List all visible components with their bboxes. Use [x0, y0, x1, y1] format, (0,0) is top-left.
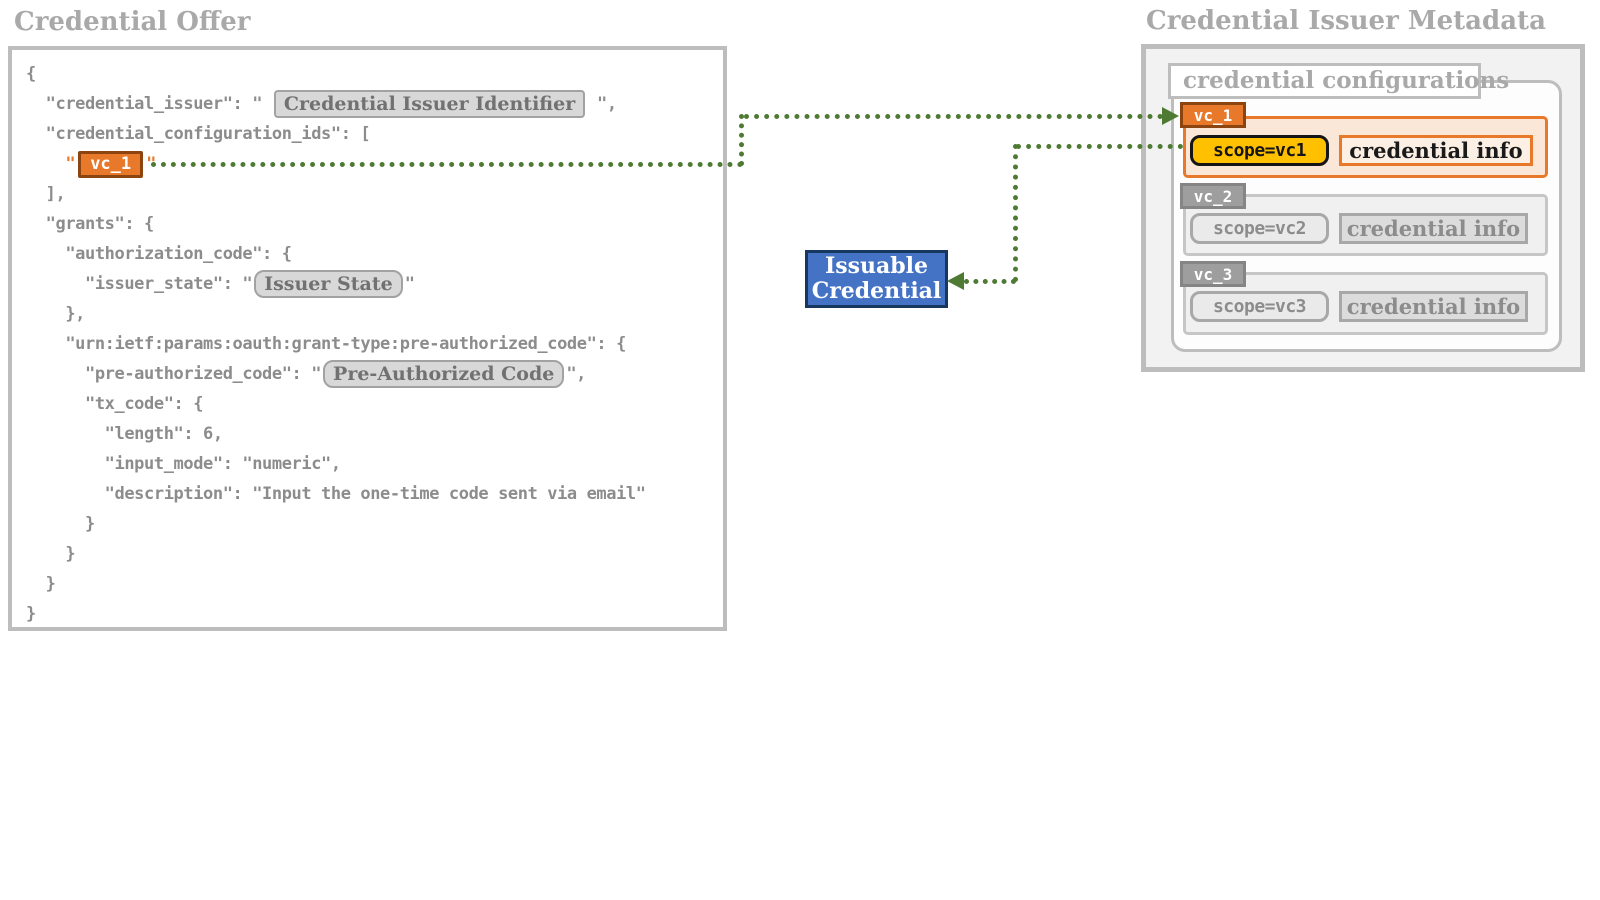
json-text: ], [26, 184, 66, 204]
json-text: { [26, 64, 36, 84]
json-text: "tx_code": { [26, 394, 204, 414]
config-item-vc2-credential-info: credential info [1339, 213, 1528, 244]
json-code-line: "vc_1" [12, 149, 723, 179]
json-badge-vc-1: vc_1 [78, 150, 144, 178]
config-item-vc3-credential-info: credential info [1339, 291, 1528, 322]
json-badge-credential-issuer-identifier: Credential Issuer Identifier [273, 90, 586, 118]
config-item-vc2-scope-badge: scope=vc2 [1190, 213, 1329, 244]
config-item-vc1-credential-info: credential info [1339, 135, 1533, 166]
json-text: "credential_issuer": " [26, 94, 272, 114]
json-code-line: } [12, 509, 723, 539]
arrow-config-to-issuable-segment-2 [1013, 144, 1018, 282]
json-text [26, 154, 65, 174]
config-item-vc2-tab: vc_2 [1180, 183, 1246, 209]
credential-offer-title: Credential Offer [14, 7, 251, 37]
json-badge-issuer-state: Issuer State [254, 270, 403, 298]
arrow-offer-to-config-segment-2 [739, 114, 744, 166]
json-code-line: "urn:ietf:params:oauth:grant-type:pre-au… [12, 329, 723, 359]
json-code-line: ], [12, 179, 723, 209]
json-text: "input_mode": "numeric", [26, 454, 341, 474]
arrow-config-to-issuable-segment-1 [1016, 144, 1183, 149]
credential-issuer-metadata-title: Credential Issuer Metadata [1146, 6, 1546, 36]
json-badge-pre-authorized-code: Pre-Authorized Code [323, 360, 565, 388]
credential-configurations-label: credential configurations [1168, 63, 1509, 99]
arrow-offer-to-config-segment-3 [744, 114, 1163, 119]
credential-offer-box: { "credential_issuer": " Credential Issu… [8, 46, 727, 631]
json-text: } [26, 544, 76, 564]
json-text: "credential_configuration_ids": [ [26, 124, 371, 144]
json-code: { "credential_issuer": " Credential Issu… [12, 59, 723, 627]
json-text: ", [566, 364, 586, 384]
json-text: } [26, 514, 95, 534]
arrow-offer-to-config-segment-1 [151, 162, 743, 167]
json-text: ", [587, 94, 617, 114]
json-text: "pre-authorized_code": " [26, 364, 322, 384]
issuable-credential-line2: Credential [811, 278, 942, 304]
json-code-line: "length": 6, [12, 419, 723, 449]
json-text: "length": 6, [26, 424, 223, 444]
json-code-line: }, [12, 299, 723, 329]
json-code-line: "pre-authorized_code": "Pre-Authorized C… [12, 359, 723, 389]
json-text: "urn:ietf:params:oauth:grant-type:pre-au… [26, 334, 626, 354]
json-text: } [26, 574, 56, 594]
issuable-credential-box: Issuable Credential [805, 250, 948, 308]
config-item-vc3-tab: vc_3 [1180, 261, 1246, 287]
arrowhead-left-icon [947, 272, 964, 290]
json-code-line: "credential_issuer": " Credential Issuer… [12, 89, 723, 119]
json-text: }, [26, 304, 86, 324]
json-code-line: "description": "Input the one-time code … [12, 479, 723, 509]
config-item-vc1-scope-badge: scope=vc1 [1190, 135, 1329, 166]
json-text: "description": "Input the one-time code … [26, 484, 646, 504]
json-code-line: } [12, 569, 723, 599]
json-code-line: "authorization_code": { [12, 239, 723, 269]
config-item-vc1-tab: vc_1 [1180, 102, 1246, 128]
json-orange-quote: " [65, 154, 76, 174]
json-code-line: } [12, 599, 723, 627]
json-code-line: "input_mode": "numeric", [12, 449, 723, 479]
arrow-config-to-issuable-segment-3 [964, 279, 1016, 284]
json-code-line: { [12, 59, 723, 89]
json-text: " [404, 274, 415, 294]
json-code-line: "tx_code": { [12, 389, 723, 419]
issuable-credential-line1: Issuable [824, 253, 929, 279]
json-code-line: } [12, 539, 723, 569]
json-code-line: "issuer_state": "Issuer State" [12, 269, 723, 299]
json-code-line: "grants": { [12, 209, 723, 239]
config-item-vc3-scope-badge: scope=vc3 [1190, 291, 1329, 322]
arrowhead-right-icon [1162, 107, 1179, 125]
json-text: "issuer_state": " [26, 274, 253, 294]
json-code-line: "credential_configuration_ids": [ [12, 119, 723, 149]
json-text: "grants": { [26, 214, 155, 234]
json-text: } [26, 604, 36, 624]
json-text: "authorization_code": { [26, 244, 292, 264]
